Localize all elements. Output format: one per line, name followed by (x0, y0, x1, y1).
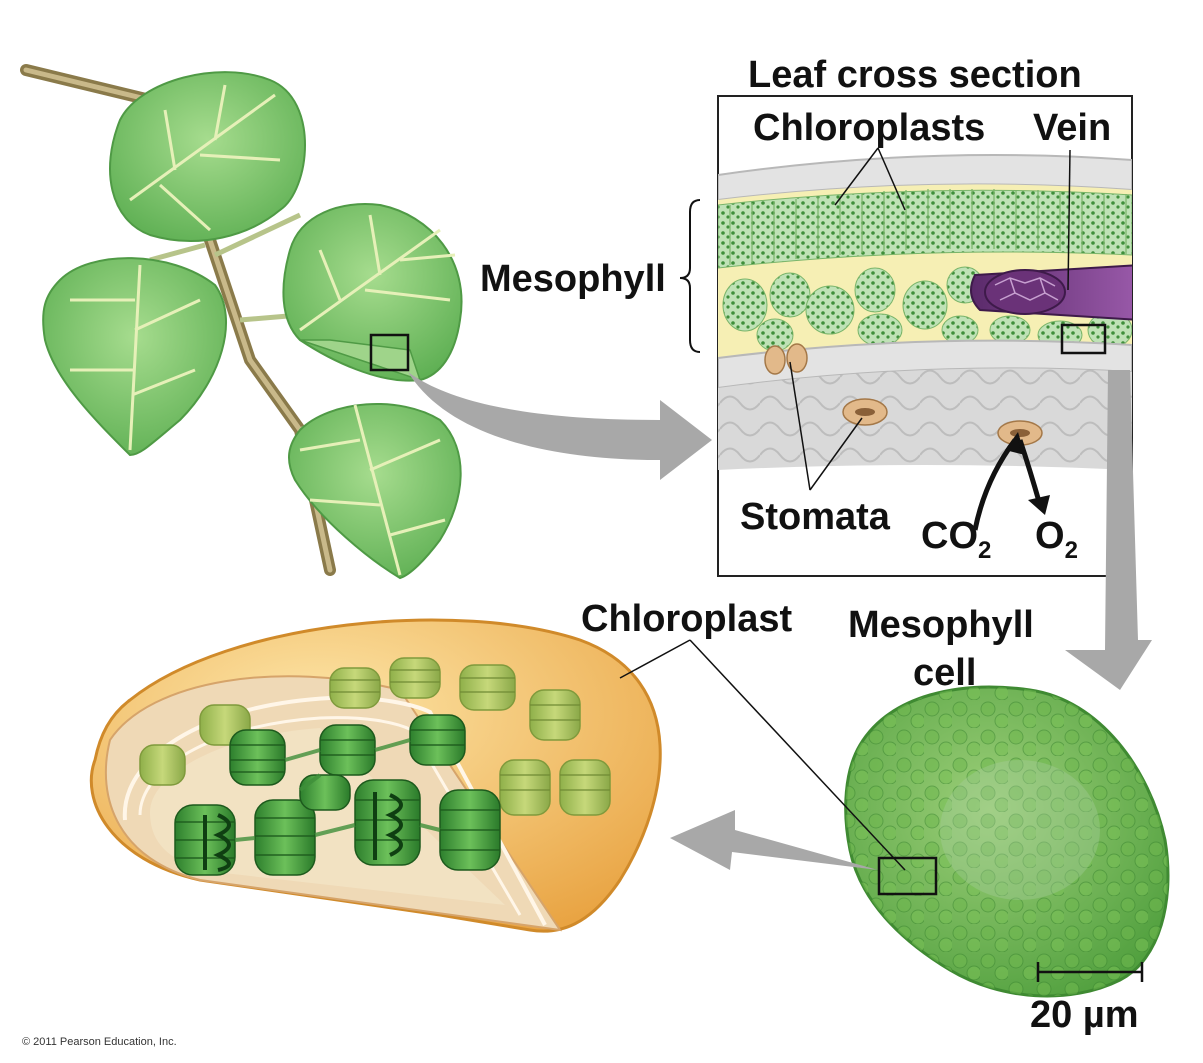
scale-bar (1036, 962, 1144, 982)
chloroplast-leader-lines (619, 639, 906, 871)
cross-section-zoom-box (1060, 323, 1107, 355)
leaf-cross-section-panel (717, 95, 1133, 577)
leaf-branch (20, 64, 463, 580)
scale-bar-label: 20 µm (1030, 994, 1139, 1036)
chloroplast-illustration (89, 618, 662, 933)
vein-label: Vein (1033, 107, 1112, 149)
mesophyll-brace (679, 199, 701, 353)
o2-label: O2 (1035, 515, 1078, 563)
chloroplast-label: Chloroplast (581, 598, 793, 640)
stomata-label: Stomata (740, 496, 890, 538)
mesophyll-label: Mesophyll (480, 258, 666, 300)
o2-subscript: 2 (1064, 537, 1078, 564)
cell-zoom-box (877, 856, 938, 896)
leaf-zoom-box (369, 333, 410, 372)
chloroplasts-label: Chloroplasts (753, 107, 986, 149)
co2-subscript: 2 (978, 537, 992, 564)
mesophyll-cell-label-line1: Mesophyll (848, 604, 1034, 646)
arrow-cross-section-to-cell (1065, 370, 1152, 690)
o2-main-text: O (1035, 515, 1065, 557)
leaf-cross-section-title: Leaf cross section (748, 54, 1082, 96)
copyright-notice: © 2011 Pearson Education, Inc. (22, 1036, 177, 1048)
mesophyll-cell (844, 685, 1170, 998)
arrow-cell-to-chloroplast (670, 810, 878, 870)
leaf-bottom (288, 403, 462, 580)
co2-main-text: CO (921, 515, 978, 557)
co2-label: CO2 (921, 515, 991, 563)
arrow-leaf-to-cross-section (408, 372, 712, 480)
mesophyll-cell-label-line2: cell (913, 652, 977, 694)
